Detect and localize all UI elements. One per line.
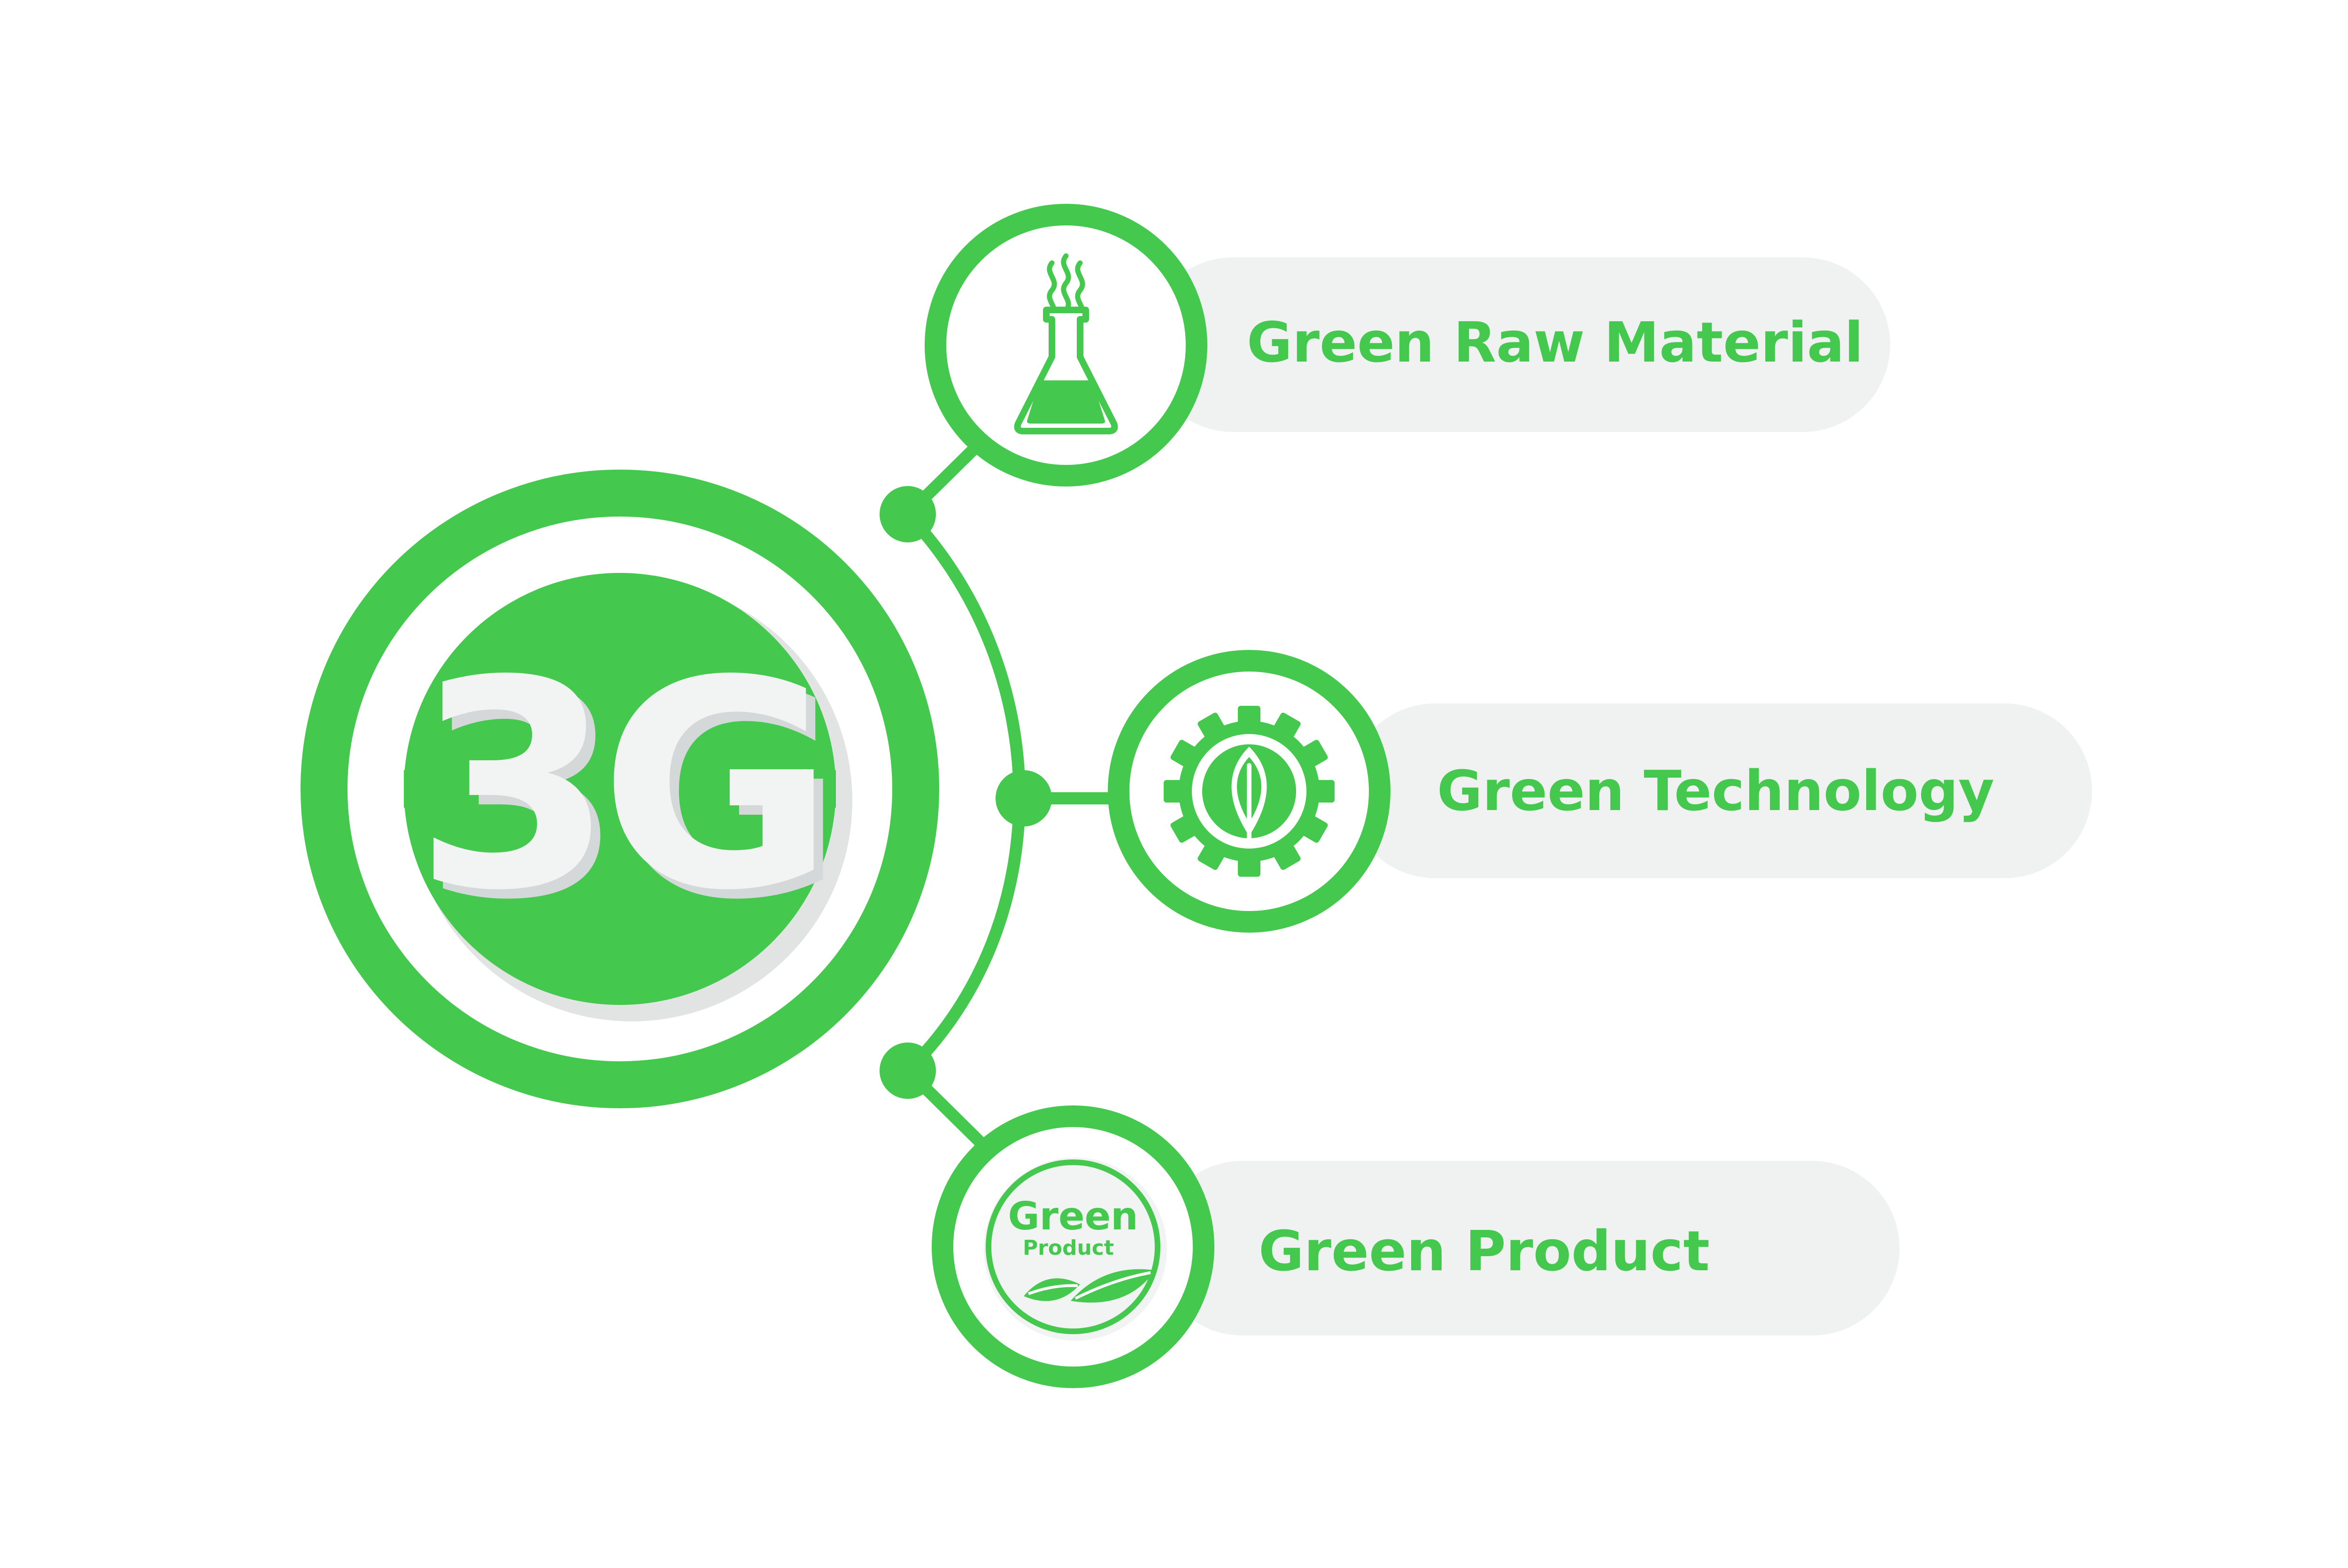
connector-dot-top: [880, 486, 936, 542]
flask-icon: [1014, 253, 1118, 434]
hub-logo-text-shadow: 3G: [424, 629, 830, 962]
label-green-product: Green Product: [1259, 1219, 1710, 1283]
gear-leaf-icon: [1164, 706, 1335, 877]
hub-inner-ring: [340, 509, 900, 1069]
green-product-badge-icon: Green Product: [984, 1158, 1167, 1341]
pill-green-product: [1155, 1161, 1900, 1336]
badge-word-product: Product: [1023, 1236, 1114, 1260]
hub-logo-text: 3G: [414, 619, 820, 953]
connector-dot-bottom: [880, 1043, 936, 1099]
pill-green-raw-material: [1146, 257, 1890, 432]
hub-globe-band: [404, 770, 836, 808]
connector-dot-middle: [996, 770, 1052, 826]
item-circle-green-product: Green Product: [932, 1105, 1214, 1388]
item-circle-green-raw-material: [925, 204, 1207, 487]
badge-word-green: Green: [1008, 1194, 1138, 1239]
pill-green-technology: [1348, 703, 2092, 878]
label-green-technology: Green Technology: [1437, 758, 1994, 823]
label-pills: [1146, 257, 2092, 1336]
item-circle-green-technology: [1108, 650, 1390, 933]
connector-dots: [880, 486, 1052, 1099]
label-green-raw-material: Green Raw Material: [1247, 310, 1863, 375]
hub-3g-logo: 3G 3G: [301, 470, 939, 1108]
